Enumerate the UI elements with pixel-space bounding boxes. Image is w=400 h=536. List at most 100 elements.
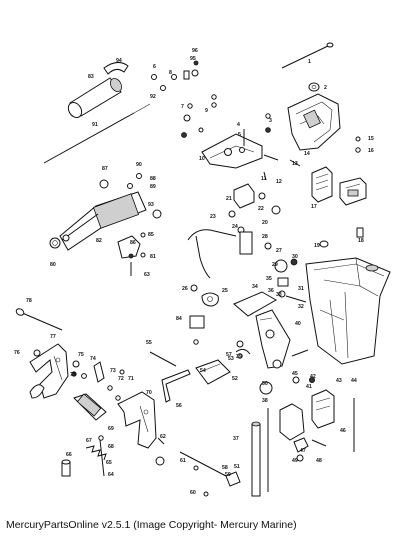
callout-label: 6 [153, 64, 156, 70]
callout-label: 11 [261, 176, 267, 182]
callout-label: 53 [228, 356, 234, 362]
tilt-pin-part [179, 451, 241, 497]
callout-label: 61 [180, 458, 186, 464]
callout-label: 14 [304, 151, 310, 157]
callout-label: 54 [200, 368, 206, 374]
callout-label: 43 [336, 378, 342, 384]
callout-labels: 1 2 3 4 5 6 7 8 9 10 11 12 13 14 15 16 1… [14, 48, 374, 496]
callout-label: 77 [50, 334, 56, 340]
callout-label: 67 [86, 438, 92, 444]
callout-label: 72 [118, 376, 124, 382]
hydraulic-cylinder-part [49, 173, 162, 251]
right-transom-bracket-part [117, 391, 157, 449]
callout-label: 42 [310, 374, 316, 380]
callout-label: 96 [192, 48, 198, 54]
callout-label: 31 [298, 286, 304, 292]
callout-label: 87 [102, 166, 108, 172]
callout-label: 10 [199, 156, 205, 162]
callout-label: 94 [116, 58, 122, 64]
callout-label: 59 [225, 472, 231, 478]
callout-label: 71 [128, 376, 134, 382]
mounting-bracket-part [287, 93, 341, 151]
left-transom-bracket-part [29, 343, 125, 401]
callout-label: 32 [298, 304, 304, 310]
callout-label: 83 [88, 74, 94, 80]
callout-label: 55 [146, 340, 152, 346]
callout-label: 69 [108, 426, 114, 432]
callout-label: 23 [210, 214, 216, 220]
callout-label: 46 [340, 428, 346, 434]
callout-label: 38 [262, 398, 268, 404]
tiller-grip-part [67, 62, 129, 118]
callout-label: 4 [237, 122, 240, 128]
callout-label: 74 [90, 356, 96, 362]
clamp-screw-part [61, 435, 165, 477]
callout-label: 18 [358, 238, 364, 244]
callout-label: 15 [368, 136, 374, 142]
callout-label: 1 [308, 59, 311, 65]
callout-label: 82 [96, 238, 102, 244]
release-lever-part [149, 315, 251, 403]
callout-label: 19 [314, 243, 320, 249]
cylinder-bracket-part [117, 232, 146, 276]
callout-label: 66 [66, 452, 72, 458]
callout-label: 44 [351, 378, 357, 384]
callout-label: 50 [262, 381, 268, 387]
callout-label: 86 [130, 240, 136, 246]
callout-label: 12 [276, 179, 282, 185]
small-hardware-top [151, 60, 271, 138]
callout-label: 9 [205, 108, 208, 114]
callout-label: 33 [276, 292, 282, 298]
callout-label: 51 [234, 464, 240, 470]
bushing-part [308, 82, 320, 92]
callout-label: 78 [26, 298, 32, 304]
callout-label: 62 [160, 434, 166, 440]
tiller-shaft-part [43, 103, 151, 164]
callout-label: 80 [50, 262, 56, 268]
callout-label: 57 [226, 352, 232, 358]
callout-label: 35 [266, 276, 272, 282]
callout-label: 65 [106, 460, 112, 466]
callout-label: 92 [150, 94, 156, 100]
callout-label: 41 [306, 384, 312, 390]
callout-label: 89 [150, 184, 156, 190]
callout-label: 26 [182, 286, 188, 292]
callout-label: 70 [146, 390, 152, 396]
callout-label: 3 [269, 118, 272, 124]
small-parts-right [289, 136, 364, 248]
lock-assembly-part [259, 349, 355, 462]
callout-label: 30 [292, 254, 298, 260]
callout-label: 81 [150, 254, 156, 260]
steering-rod-part [281, 42, 334, 69]
callout-label: 13 [292, 161, 298, 167]
callout-label: 2 [324, 85, 327, 91]
exploded-parts-diagram: 1 2 3 4 5 6 7 8 9 10 11 12 13 14 15 16 1… [14, 42, 391, 497]
callout-label: 88 [150, 176, 156, 182]
callout-label: 24 [232, 224, 238, 230]
callout-label: 36 [268, 288, 274, 294]
callout-label: 75 [78, 352, 84, 358]
support-block-part [73, 393, 107, 421]
callout-label: 47 [300, 448, 306, 454]
callout-label: 49 [292, 458, 298, 464]
callout-label: 45 [292, 371, 298, 377]
callout-label: 68 [108, 444, 114, 450]
callout-label: 40 [295, 321, 301, 327]
callout-label: 93 [148, 202, 154, 208]
clamp-pad-part [311, 166, 367, 206]
linkage-wire-part [187, 210, 245, 279]
callout-label: 29 [272, 262, 278, 268]
image-caption: MercuryPartsOnline v2.5.1 (Image Copyrig… [6, 519, 297, 531]
callout-label: 25 [222, 288, 228, 294]
swivel-bracket-part [201, 129, 279, 181]
tilt-lever-part [190, 284, 291, 369]
callout-label: 37 [233, 436, 239, 442]
callout-label: 17 [311, 204, 317, 210]
callout-label: 63 [144, 272, 150, 278]
callout-label: 64 [108, 472, 114, 478]
callout-label: 8 [169, 70, 172, 76]
callout-label: 60 [190, 490, 196, 496]
callout-label: 56 [176, 403, 182, 409]
callout-label: 58 [222, 465, 228, 471]
transom-housing-part [305, 257, 391, 365]
